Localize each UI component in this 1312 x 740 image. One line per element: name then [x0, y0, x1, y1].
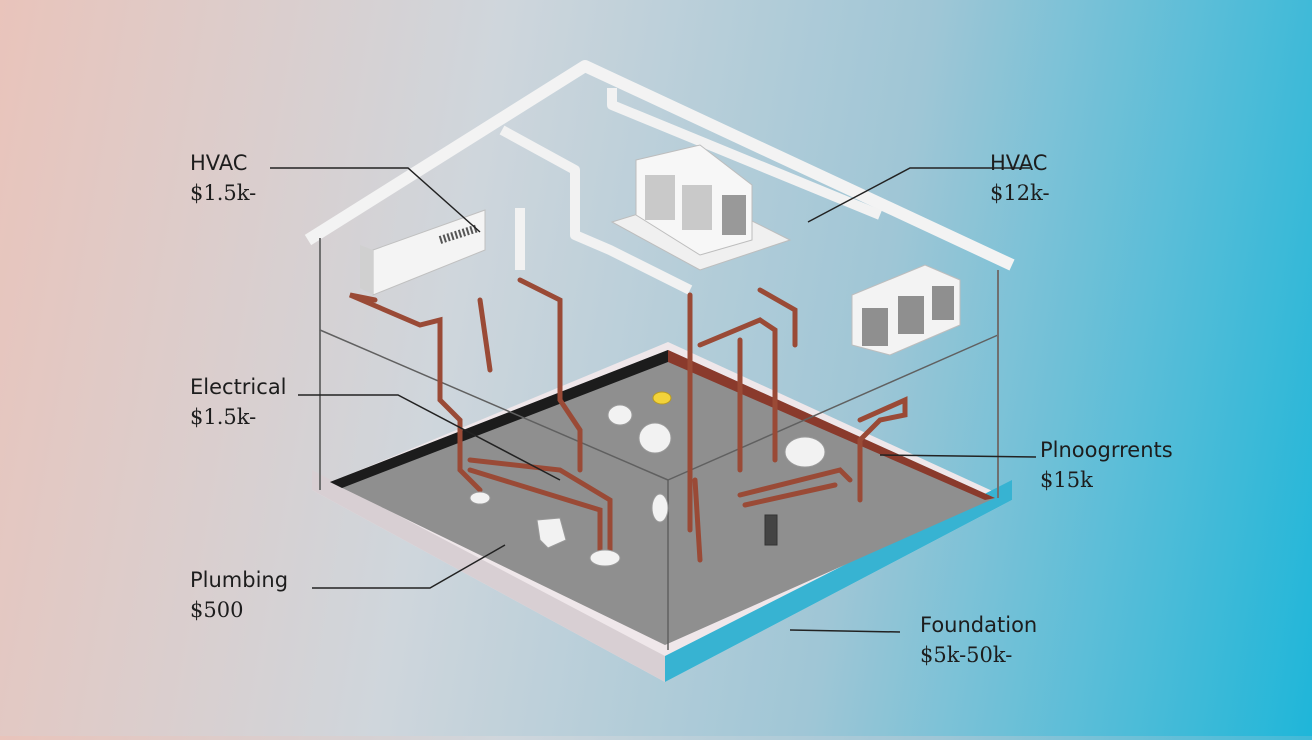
electrical-cost: $1.5k- — [190, 405, 257, 429]
hvac-left-cost: $1.5k- — [190, 181, 257, 205]
electrical-name: Electrical — [190, 375, 287, 399]
hvac-right-cost: $12k- — [990, 181, 1050, 205]
plumbing-cost: $500 — [190, 598, 244, 622]
label-electrical: Electrical $1.5k- — [190, 372, 287, 432]
foundation-name: Foundation — [920, 613, 1038, 637]
label-foundation: Foundation $5k-50k- — [920, 610, 1037, 670]
label-hvac-left: HVAC $1.5k- — [190, 148, 256, 208]
hvac-condenser-icon — [610, 144, 792, 271]
label-improvements: Plnoogrrents $15k — [1040, 435, 1173, 495]
plumbing-fixture-icon — [469, 391, 826, 567]
air-vent-icon — [851, 264, 961, 356]
improvements-name: Plnoogrrents — [1040, 438, 1173, 462]
electrical-panel-icon — [360, 209, 486, 296]
foundation-cost: $5k-50k- — [920, 643, 1013, 667]
label-plumbing: Plumbing $500 — [190, 565, 288, 625]
improvements-cost: $15k — [1040, 468, 1093, 492]
hvac-right-name: HVAC — [990, 151, 1048, 175]
hvac-left-name: HVAC — [190, 151, 248, 175]
leader-lines — [270, 167, 1037, 633]
plumbing-name: Plumbing — [190, 568, 289, 592]
label-hvac-right: HVAC $12k- — [990, 148, 1050, 208]
copper-pipe-icon — [349, 277, 908, 563]
house-frame — [304, 60, 1015, 650]
